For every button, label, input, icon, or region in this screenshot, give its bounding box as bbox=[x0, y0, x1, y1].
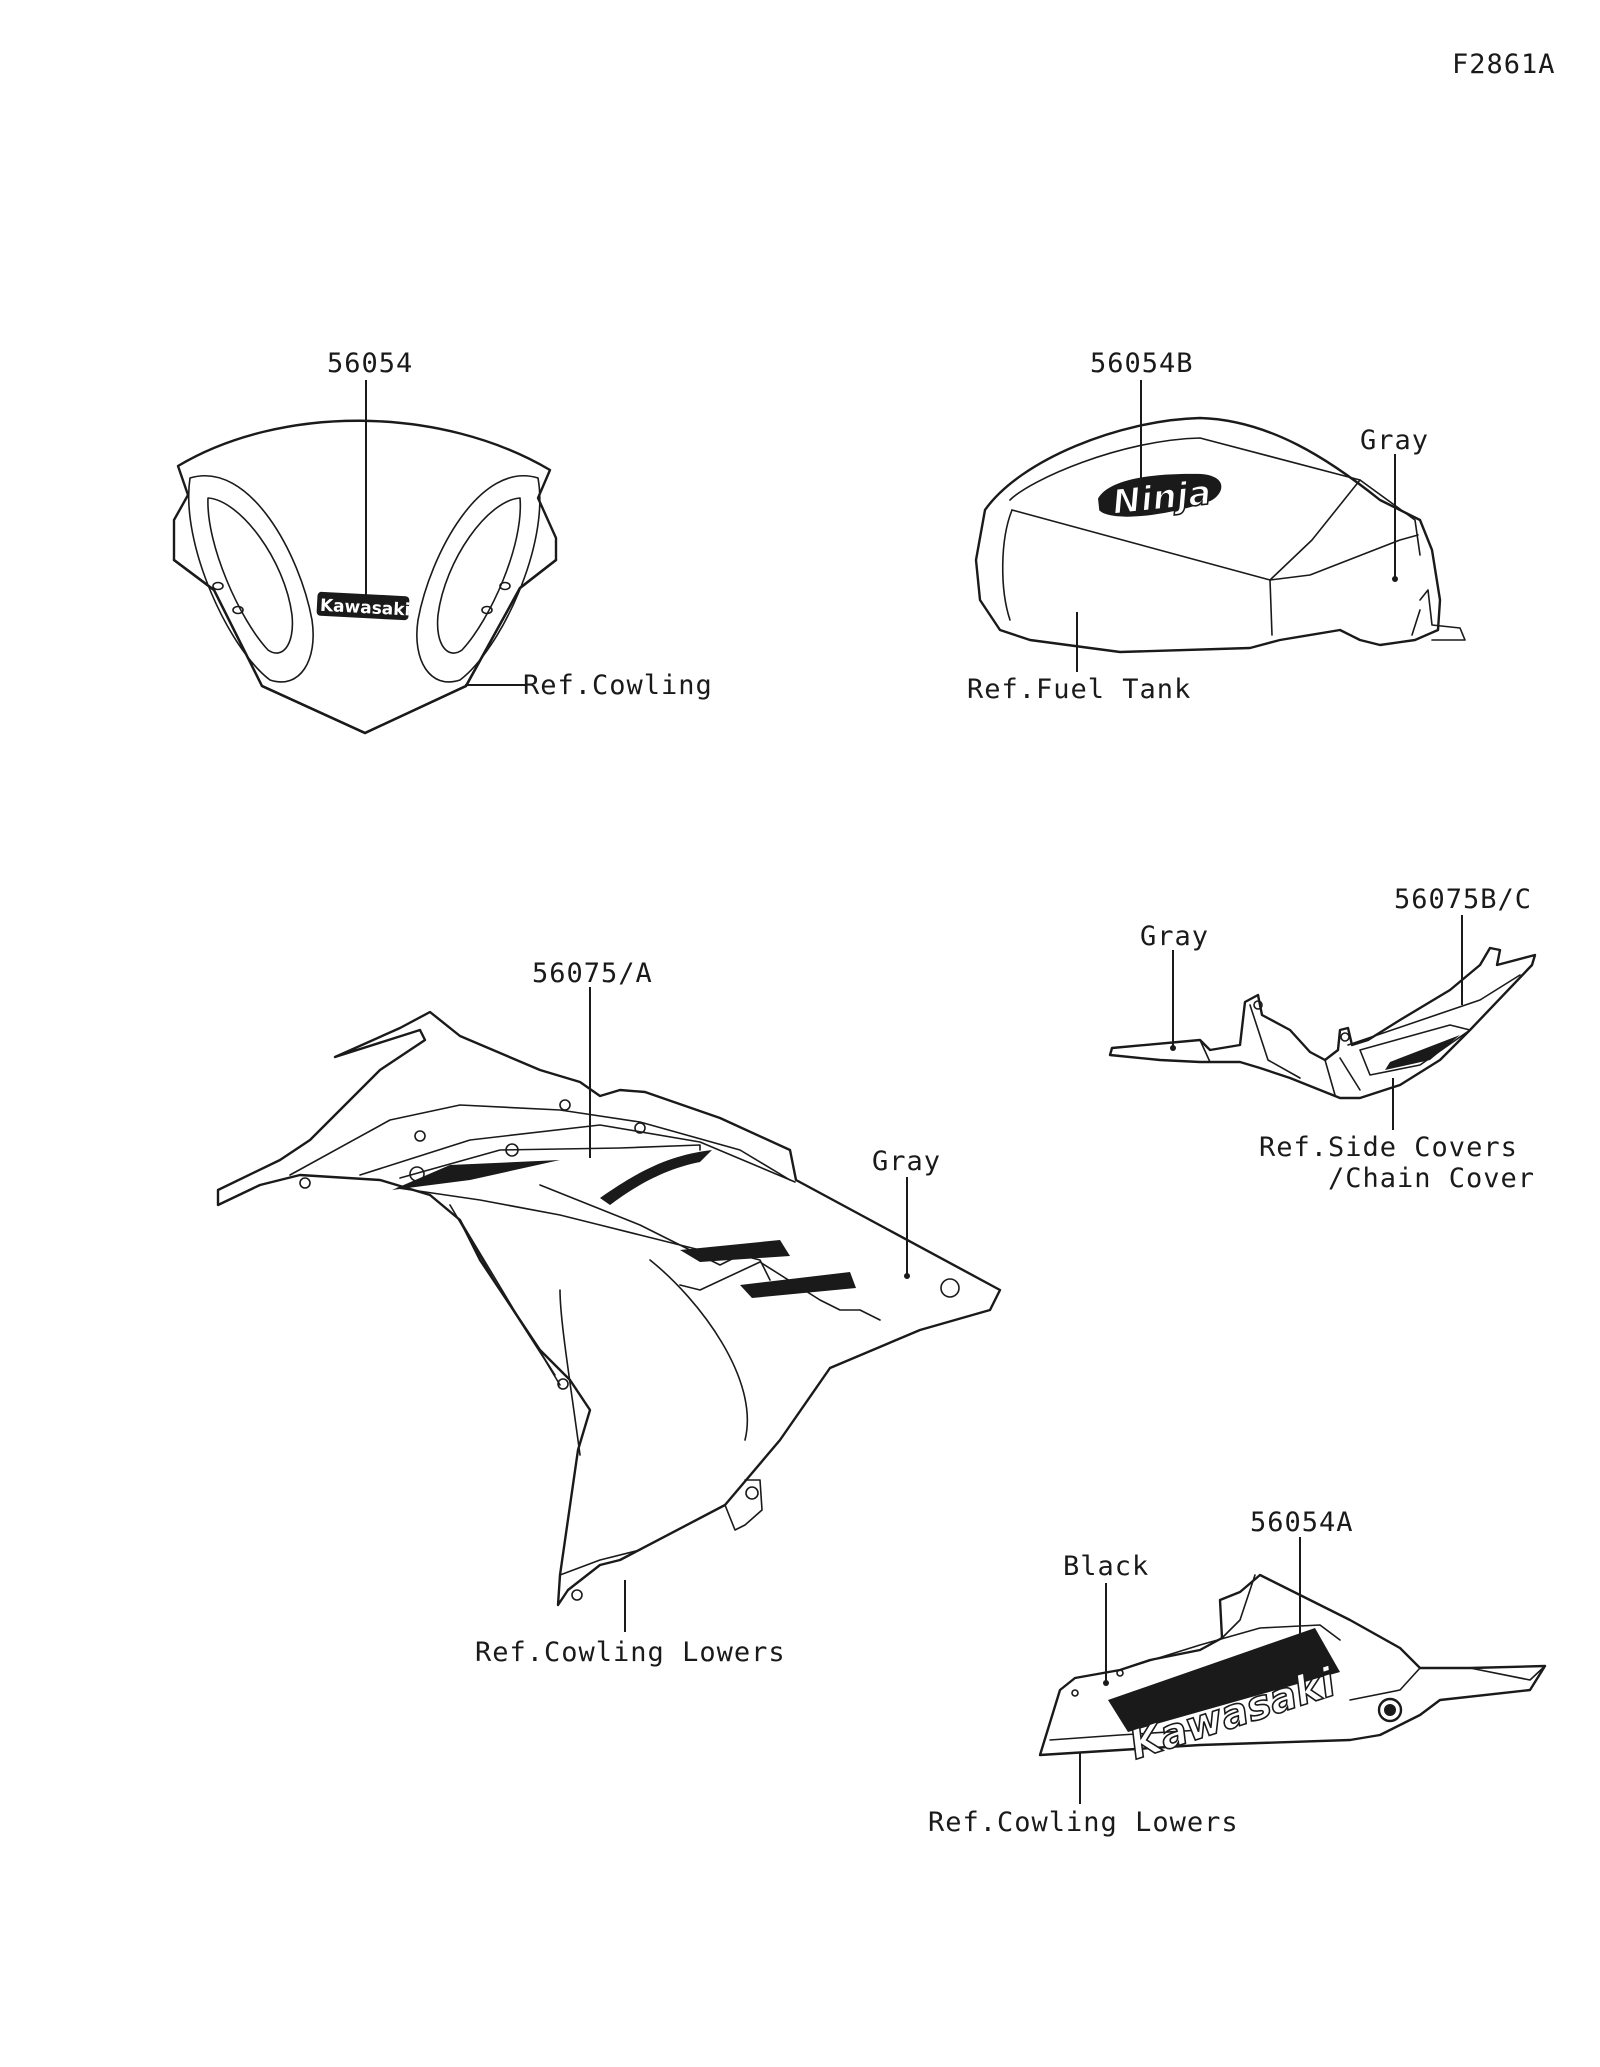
lower-cowl-assembly: Kawasaki bbox=[1038, 1573, 1547, 1770]
windshield-decal-kawasaki: Kawasaki bbox=[319, 596, 410, 621]
callout-56054: 56054 bbox=[327, 348, 413, 379]
side-cover-outline bbox=[1108, 946, 1537, 1100]
callout-56054A: 56054A bbox=[1250, 1507, 1354, 1538]
figure-code: F2861A bbox=[1452, 49, 1556, 80]
ref-side-covers: Ref.Side Covers bbox=[1259, 1132, 1518, 1163]
ref-cowling-lowers-1: Ref.Cowling Lowers bbox=[475, 1637, 786, 1668]
lower-color-black: Black bbox=[1063, 1551, 1149, 1582]
callout-56075A: 56075/A bbox=[532, 958, 653, 989]
side-cover-assembly bbox=[1108, 946, 1537, 1100]
side-color-gray: Gray bbox=[1140, 921, 1209, 952]
tank-decal-ninja: Ninja bbox=[1110, 473, 1213, 523]
callout-56075BC: 56075B/C bbox=[1394, 884, 1532, 915]
tank-color-gray: Gray bbox=[1360, 425, 1429, 456]
windshield-assembly: Kawasaki bbox=[172, 419, 558, 735]
side-cowl-assembly bbox=[216, 1010, 1002, 1607]
ref-cowling: Ref.Cowling bbox=[523, 670, 713, 701]
callout-56054B: 56054B bbox=[1090, 348, 1194, 379]
ref-chain-cover: /Chain Cover bbox=[1328, 1163, 1535, 1194]
ref-cowling-lowers-2: Ref.Cowling Lowers bbox=[928, 1807, 1239, 1838]
cowl-color-gray: Gray bbox=[872, 1146, 941, 1177]
ref-fuel-tank: Ref.Fuel Tank bbox=[967, 674, 1191, 705]
fuel-tank-outline bbox=[974, 416, 1442, 654]
side-cowl-outline bbox=[216, 1010, 1002, 1607]
